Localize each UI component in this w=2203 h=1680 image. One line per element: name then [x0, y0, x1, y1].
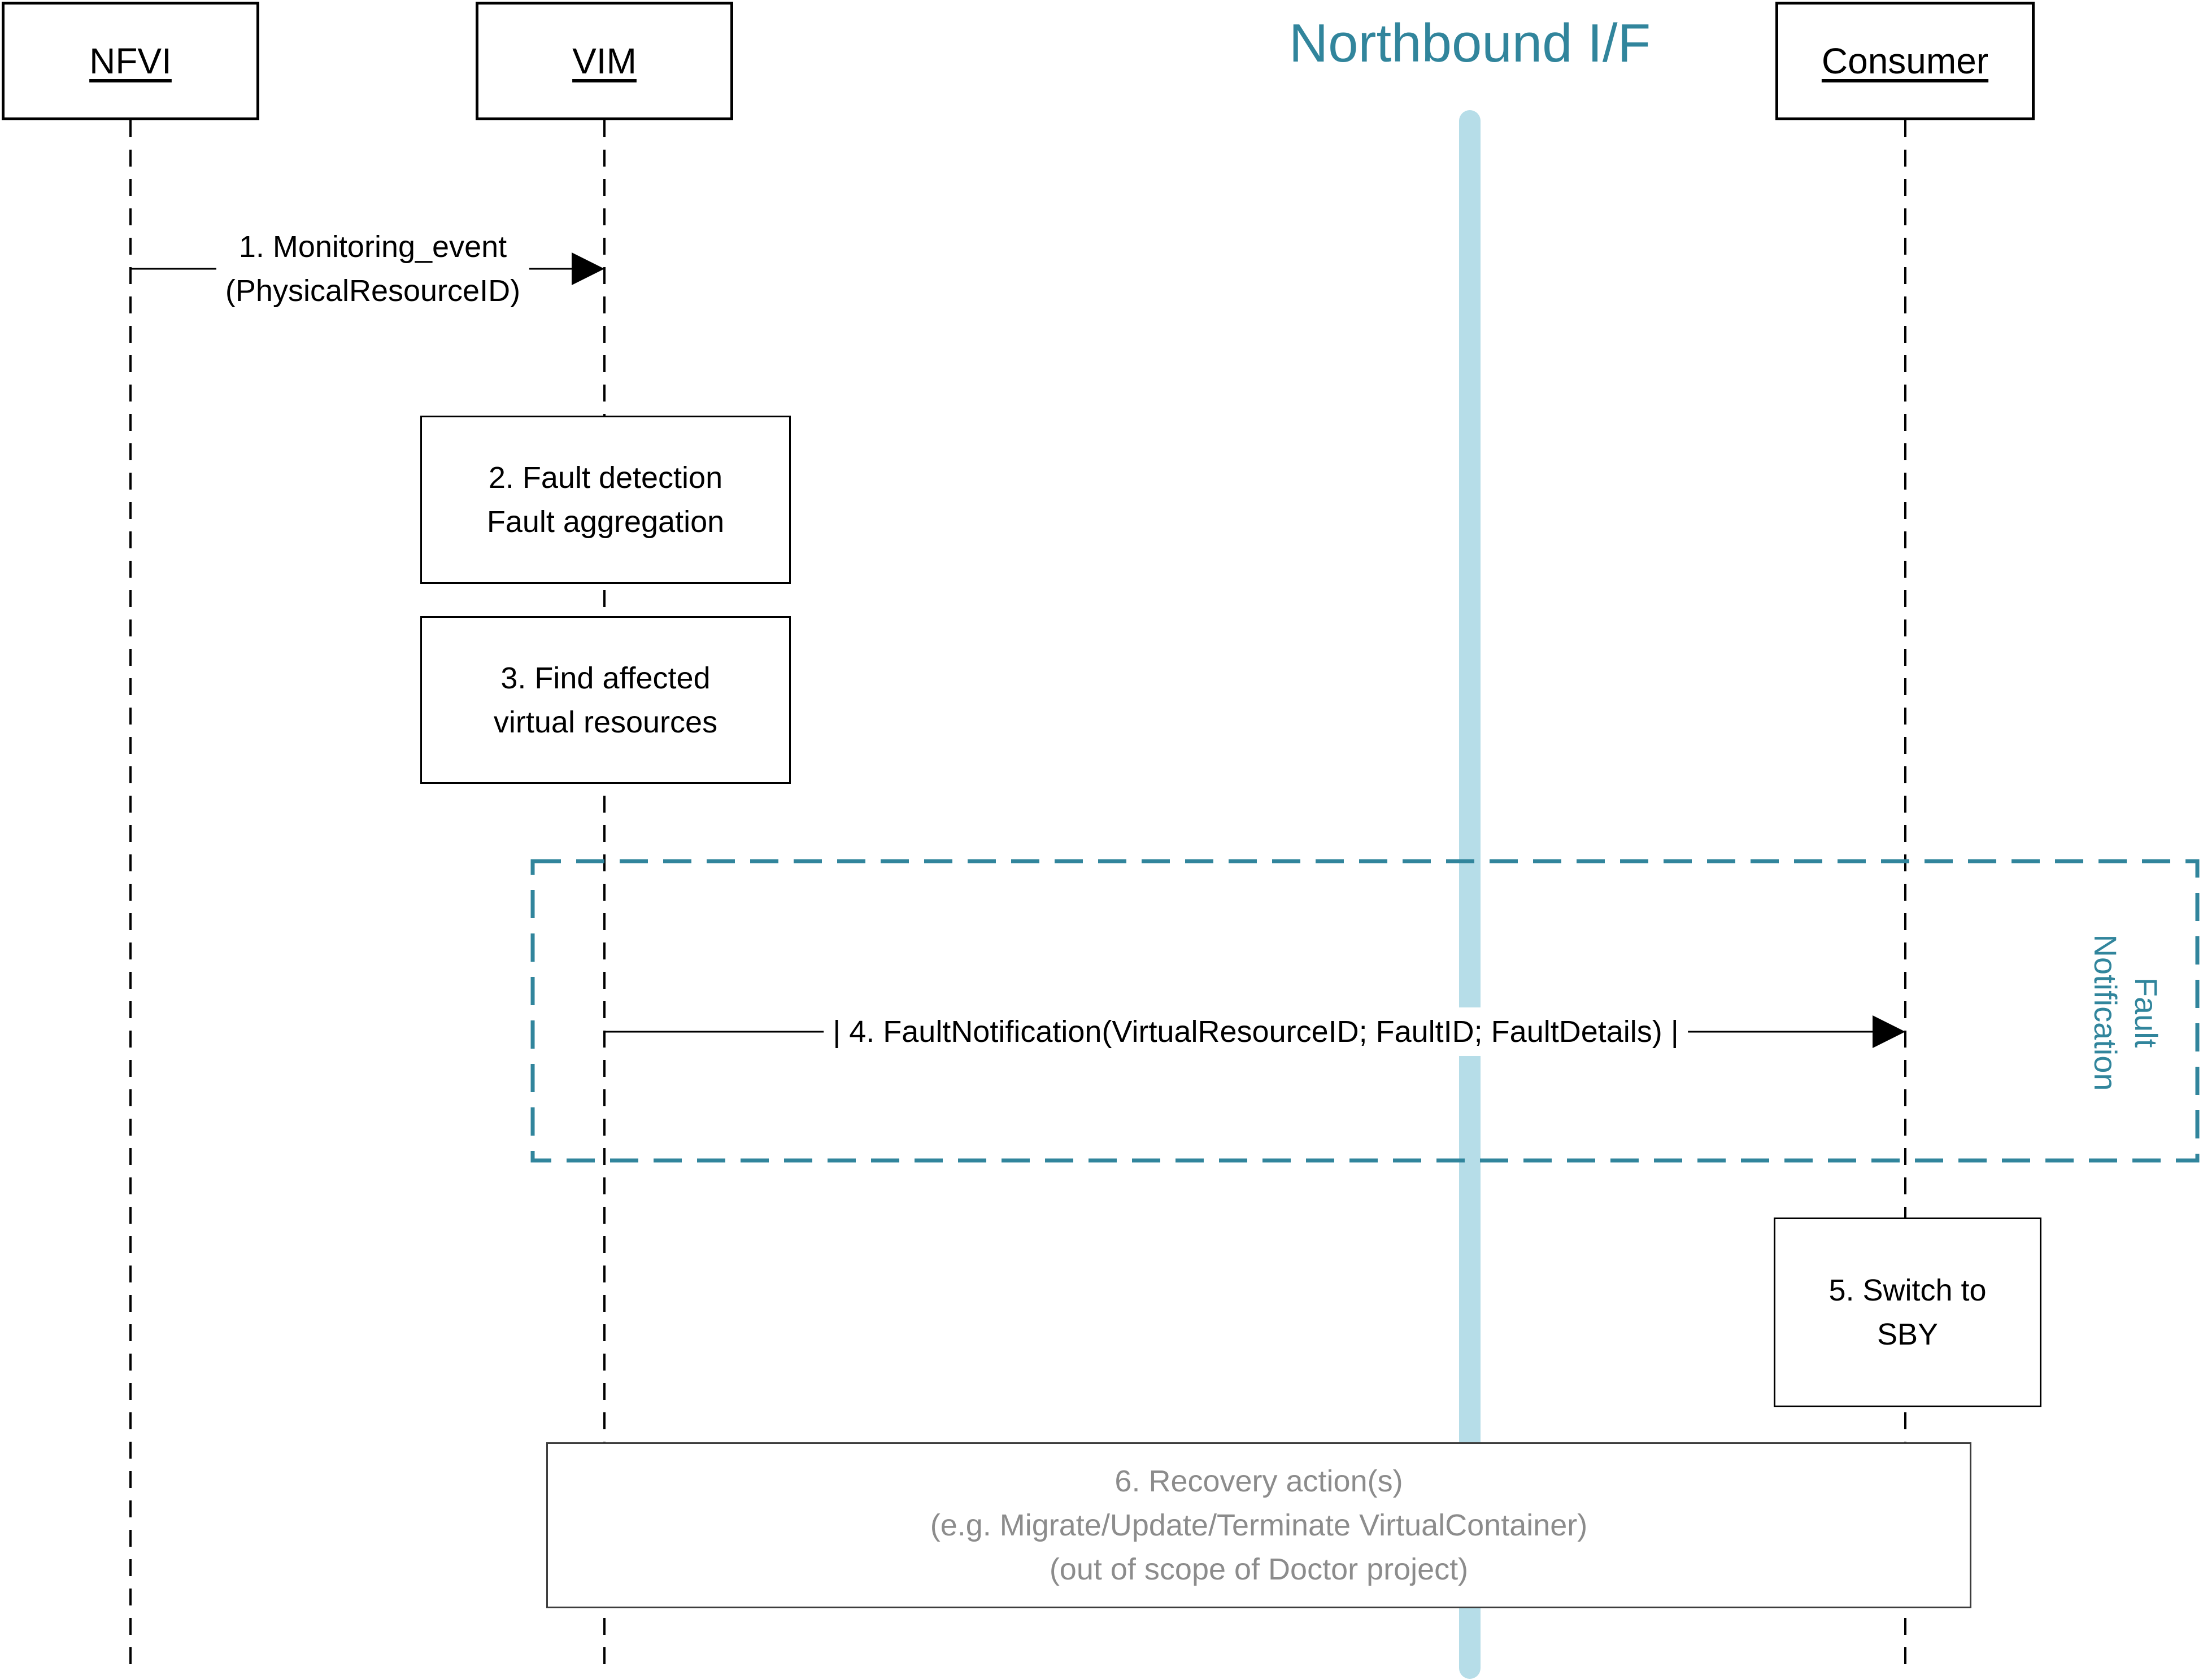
activity-switch-to-sby: 5. Switch to SBY: [1774, 1218, 2041, 1407]
actor-vim: VIM: [476, 2, 733, 120]
northbound-interface-bar: [1459, 110, 1481, 1679]
message-1-label: 1. Monitoring_event (PhysicalResourceID): [216, 222, 530, 315]
actor-consumer: Consumer: [1775, 2, 2035, 120]
northbound-interface-title: Northbound I/F: [1288, 13, 1651, 73]
actor-vim-label: VIM: [572, 41, 637, 81]
fault-notification-frame: [530, 859, 2200, 1163]
activity-fault-detection-line2: Fault aggregation: [486, 505, 725, 539]
activity-recovery-actions: 6. Recovery action(s) (e.g. Migrate/Upda…: [546, 1442, 1971, 1608]
activity-recovery-actions-line3: (out of scope of Doctor project): [1049, 1552, 1469, 1586]
actor-nfvi: NFVI: [2, 2, 259, 120]
activity-fault-detection: 2. Fault detection Fault aggregation: [420, 416, 791, 584]
activity-switch-to-sby-line1: 5. Switch to: [1828, 1273, 1987, 1307]
message-1-label-line1: 1. Monitoring_event: [238, 230, 507, 264]
message-1-label-line2: (PhysicalResourceID): [225, 274, 521, 308]
activity-recovery-actions-line2: (e.g. Migrate/Update/Terminate VirtualCo…: [930, 1508, 1588, 1542]
fault-notification-frame-label-line1: Fault: [2128, 977, 2164, 1048]
message-4-label: | 4. FaultNotification(VirtualResourceID…: [824, 1007, 1688, 1056]
activity-find-affected-resources: 3. Find affected virtual resources: [420, 616, 791, 784]
message-4-arrowhead-icon: [1873, 1015, 1905, 1048]
activity-fault-detection-line1: 2. Fault detection: [488, 461, 723, 495]
actor-consumer-label: Consumer: [1821, 41, 1989, 81]
activity-switch-to-sby-line2: SBY: [1877, 1317, 1939, 1351]
message-1-arrowhead-icon: [572, 252, 604, 285]
fault-notification-frame-label: Fault Notification: [2085, 934, 2166, 1090]
activity-find-affected-resources-line2: virtual resources: [493, 705, 718, 739]
fault-notification-frame-label-line2: Notification: [2088, 934, 2123, 1091]
activity-recovery-actions-line1: 6. Recovery action(s): [1114, 1464, 1403, 1498]
activity-find-affected-resources-line1: 3. Find affected: [500, 661, 711, 695]
actor-nfvi-label: NFVI: [89, 41, 172, 81]
